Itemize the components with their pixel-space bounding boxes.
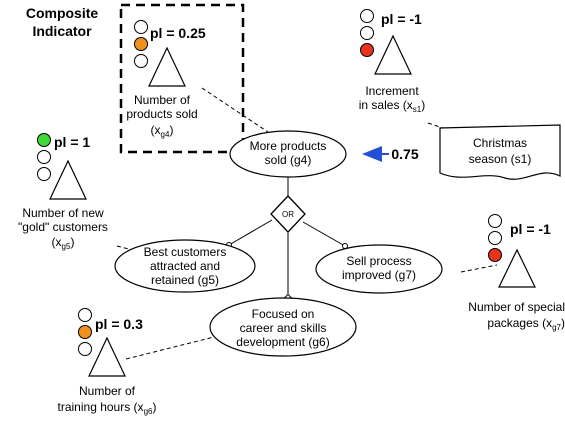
light-xs1-1 [360, 9, 374, 23]
link-xg6-to-g6 [125, 334, 223, 360]
indicator-xg4[interactable]: pl = 0.25 Number of products sold (xg4) [126, 20, 206, 140]
indicator-xs1-pl: pl = -1 [381, 11, 422, 27]
indicator-xs1[interactable]: pl = -1 Increment in sales (xs1) [359, 9, 425, 115]
or-label: OR [282, 210, 294, 219]
indicator-xg6-triangle [88, 336, 126, 377]
goal-g4-label-line2: sold (g4) [265, 153, 312, 167]
goal-g7-label-line1: Sell process [346, 254, 411, 268]
goal-g5[interactable]: Best customers attracted and retained (g… [114, 239, 256, 293]
indicator-xg5-var: (xg5) [52, 235, 75, 251]
link-or-to-g7 [302, 221, 346, 247]
light-xg7-2 [488, 231, 502, 245]
link-or-to-g5 [228, 219, 273, 246]
indicator-xg7-pl: pl = -1 [510, 221, 551, 237]
link-xg4-to-g4 [201, 87, 269, 133]
goal-g6[interactable]: Focused on career and skills development… [209, 297, 357, 357]
indicator-xg5-line1: Number of new [22, 206, 104, 220]
goal-g7[interactable]: Sell process improved (g7) [315, 244, 443, 294]
goal-g4-label-line1: More products [250, 139, 327, 153]
composite-title-line1: Composite [26, 5, 99, 21]
indicator-xg4-line2: products sold [126, 107, 197, 121]
light-xs1-3 [360, 43, 374, 57]
indicator-xg7-line2: packages (xg7) [487, 316, 565, 332]
light-xg6-2 [78, 325, 92, 339]
goal-g6-label-line3: development (g6) [236, 335, 329, 349]
goal-g5-label-line3: retained (g5) [151, 273, 219, 287]
indicator-xg4-triangle [148, 46, 186, 87]
goal-g5-label-line1: Best customers [144, 245, 227, 259]
light-xg6-3 [78, 342, 92, 356]
composite-title-line2: Indicator [32, 23, 92, 39]
indicator-xg7-line1: Number of special [468, 300, 565, 314]
indicator-xg5[interactable]: pl = 1 Number of new "gold" customers (x… [18, 133, 108, 252]
indicator-xs1-triangle [374, 34, 412, 75]
indicator-xg6-line1: Number of [79, 384, 136, 398]
situation-s1[interactable]: Christmas season (s1) [439, 124, 561, 180]
indicator-xg6[interactable]: pl = 0.3 Number of training hours (xg6) [58, 308, 157, 417]
composite-indicator-box [119, 3, 245, 154]
light-xg4-2 [134, 37, 148, 51]
light-xg4-1 [134, 20, 148, 34]
situation-label-line1: Christmas [473, 136, 527, 150]
contribution-weight: 0.75 [391, 146, 418, 162]
indicator-xg4-var: (xg4) [151, 123, 174, 139]
or-decomposition[interactable] [270, 195, 306, 233]
indicator-xg7-triangle [498, 248, 536, 288]
indicator-xg5-pl: pl = 1 [54, 134, 90, 150]
indicator-xg5-triangle [49, 159, 87, 200]
light-xg5-2 [37, 150, 51, 164]
indicator-xg6-line2: training hours (xg6) [58, 400, 157, 416]
link-xg7-to-g7 [460, 264, 498, 273]
light-xs1-2 [360, 26, 374, 40]
indicator-xg4-pl: pl = 0.25 [150, 25, 206, 41]
light-xg6-1 [78, 308, 92, 322]
light-xg7-3 [488, 248, 502, 262]
indicator-xg7[interactable]: pl = -1 Number of special packages (xg7) [468, 214, 565, 333]
indicator-xg4-line1: Number of [134, 93, 191, 107]
indicator-xs1-line1: Increment [365, 84, 419, 98]
goal-g4[interactable]: More products sold (g4) [229, 130, 347, 178]
goal-g7-label-line2: improved (g7) [342, 268, 416, 282]
goal-g6-label-line2: career and skills [240, 321, 327, 335]
goal-g6-label-line1: Focused on [252, 307, 315, 321]
light-xg7-1 [488, 214, 502, 228]
light-xg4-3 [134, 54, 148, 68]
indicator-xs1-line2: in sales (xs1) [359, 98, 425, 114]
indicator-xg5-line2: "gold" customers [18, 220, 108, 234]
link-xg5-to-g5 [116, 245, 141, 253]
situation-label-line2: season (s1) [469, 152, 532, 166]
indicator-xg6-pl: pl = 0.3 [95, 316, 143, 332]
goal-g5-label-line2: attracted and [150, 259, 220, 273]
light-xg5-1 [37, 133, 51, 147]
light-xg5-3 [37, 167, 51, 181]
